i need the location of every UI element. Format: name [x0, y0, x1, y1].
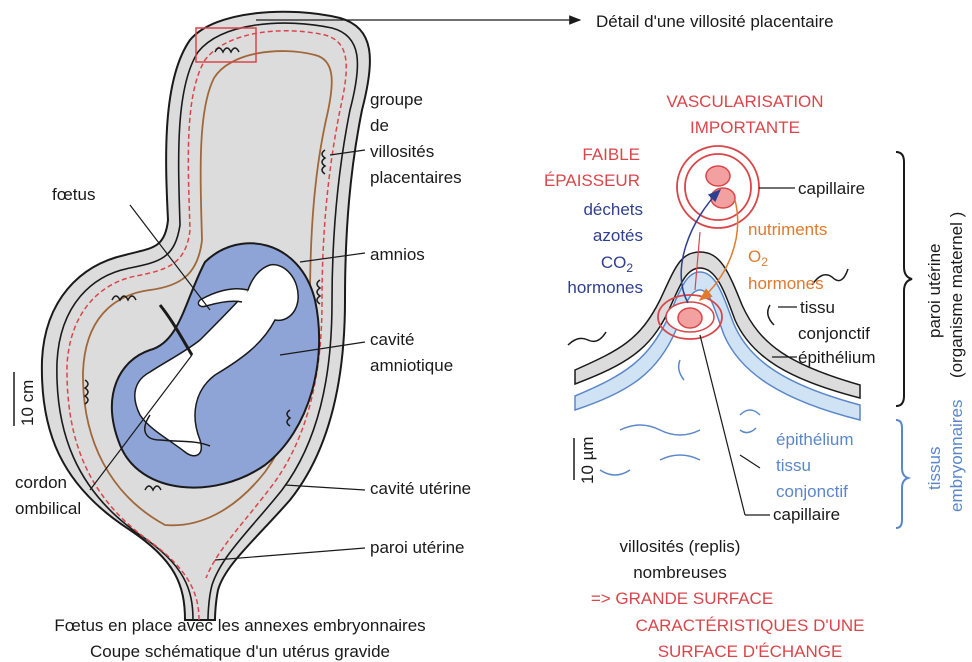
caption-line-2: Coupe schématique d'un utérus gravide: [90, 642, 390, 661]
red-cell-2: [711, 188, 735, 208]
tissu-maternel-label: tissu: [800, 298, 835, 317]
co2-label: CO2: [601, 253, 634, 275]
amniotique-label: amniotique: [370, 356, 453, 375]
conjonctif-embryo-label: conjonctif: [776, 482, 848, 501]
surface-echange-label: SURFACE D'ÉCHANGE: [658, 642, 843, 661]
amnios-label: amnios: [370, 245, 425, 264]
nutriments-label: nutriments: [748, 220, 827, 239]
paroi-uterine-bracket-label: paroi utérine: [925, 243, 944, 338]
azotes-label: azotés: [593, 226, 643, 245]
villosites-label: villosités: [370, 142, 434, 161]
nombreuses-label: nombreuses: [633, 563, 727, 582]
epithelium-embryo-label: épithélium: [776, 430, 854, 449]
caracteristiques-label: CARACTÉRISTIQUES D'UNE: [636, 616, 865, 635]
embryo-bracket: [896, 420, 908, 528]
embryonnaires-label: embryonnaires: [947, 400, 966, 512]
caption-line-1: Fœtus en place avec les annexes embryonn…: [54, 616, 425, 635]
red-cell-3: [678, 308, 702, 328]
epithelium-maternel-label: épithélium: [798, 348, 876, 367]
vascularisation-label: VASCULARISATION: [666, 92, 823, 111]
uterus-drawing: [42, 12, 370, 620]
tissus-label: tissus: [925, 447, 944, 490]
detail-villosite-label: Détail d'une villosité placentaire: [596, 12, 834, 31]
tissu-embryo-label: tissu: [776, 456, 811, 475]
paroi-uterine-label: paroi utérine: [370, 538, 465, 557]
scale-label-left: 10 cm: [18, 380, 37, 426]
maternal-capillary-inner: [685, 154, 751, 220]
placentaires-label: placentaires: [370, 168, 462, 187]
cavite-label: cavité: [370, 330, 414, 349]
hormones-orange-label: hormones: [748, 274, 824, 293]
red-cell-1: [706, 166, 730, 186]
villosites-replis-label: villosités (replis): [620, 537, 741, 556]
o2-label: O2: [748, 247, 768, 269]
organisme-maternel-label: (organisme maternel ): [947, 212, 966, 378]
foetus-label: fœtus: [52, 185, 95, 204]
capillaire-top-label: capillaire: [798, 179, 865, 198]
dechets-label: déchets: [583, 200, 643, 219]
importante-label: IMPORTANTE: [690, 118, 800, 137]
faible-label: FAIBLE: [582, 145, 640, 164]
grande-surface-label: => GRANDE SURFACE: [591, 589, 773, 608]
maternal-bracket: [896, 152, 912, 406]
cordon-label: cordon: [15, 473, 67, 492]
capillaire-bottom-label: capillaire: [773, 505, 840, 524]
de-label: de: [370, 116, 389, 135]
hormones-blue-label: hormones: [567, 278, 643, 297]
scale-label-right: 10 µm: [578, 436, 597, 484]
ombilical-label: ombilical: [15, 499, 81, 518]
conjonctif-maternel-label: conjonctif: [798, 324, 870, 343]
cavite-uterine-label: cavité utérine: [370, 479, 471, 498]
epaisseur-label: ÉPAISSEUR: [544, 171, 640, 190]
groupe-label: groupe: [370, 90, 423, 109]
